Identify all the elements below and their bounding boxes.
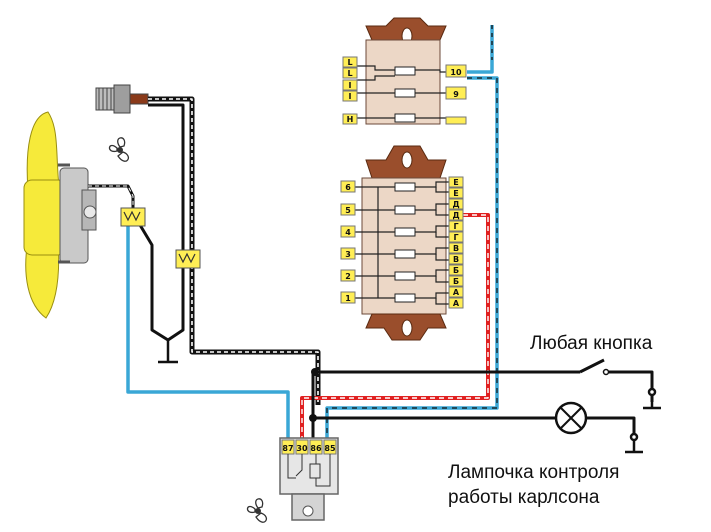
bottom-right-pins: Е Е Д Д Г Г В В Б Б А А: [448, 176, 464, 309]
pin-label: 5: [345, 206, 351, 215]
ground-symbol: [643, 387, 661, 410]
pin-label: Б: [453, 277, 459, 286]
pin-label: В: [453, 255, 459, 264]
fan-symbol-icon: [108, 137, 130, 162]
pin-label: 6: [345, 183, 351, 192]
pin-label: 10: [450, 68, 462, 77]
junction-dot: [311, 368, 319, 376]
fuse-block-top: [356, 17, 450, 125]
ground-symbol: [158, 340, 178, 364]
fan-blade-bottom: [25, 239, 60, 319]
pin-label: Е: [453, 178, 458, 187]
any-button-label: Любая кнопка: [530, 333, 653, 354]
relay-pin-label: 86: [310, 444, 322, 453]
wires: [88, 25, 654, 440]
pin-label: 1: [345, 294, 351, 303]
lamp-label-line2: работы карлсона: [448, 487, 600, 508]
indicator-lamp-icon: [554, 401, 588, 435]
pin-label: 4: [345, 228, 351, 237]
pin-label: I: [349, 92, 352, 101]
fan-relay: 87 30 86 85: [279, 437, 339, 521]
pin-label: L: [347, 69, 352, 78]
pin-label: Е: [453, 189, 458, 198]
switch-contact: [602, 368, 610, 376]
top-left-pins: L L I I H: [342, 56, 358, 125]
pin-label: А: [453, 288, 460, 297]
fan-symbol-icon-relay: [246, 498, 268, 523]
pin-label: Д: [452, 211, 459, 220]
pin-label: Б: [453, 266, 459, 275]
cooling-fan: [23, 111, 97, 319]
pin-label: I: [349, 81, 352, 90]
pin-label: 2: [345, 272, 351, 281]
pin-label: Д: [452, 200, 459, 209]
fan-connector: [120, 207, 146, 227]
pin-label: Г: [453, 233, 458, 242]
top-right-pins: 10 9: [445, 64, 467, 125]
bottom-left-pins: 6 5 4 3 2 1: [340, 180, 356, 304]
ground-symbol: [625, 432, 643, 454]
relay-pin-label: 30: [296, 444, 308, 453]
pin-label: 3: [345, 250, 351, 259]
pin-label: А: [453, 299, 460, 308]
fuse-block-bottom: [354, 145, 452, 341]
temperature-sensor: [95, 84, 149, 114]
relay-pin-label: 87: [282, 444, 293, 453]
pin-label: 9: [453, 90, 459, 99]
pin-label: H: [347, 115, 354, 124]
junction-dot: [309, 414, 317, 422]
pin-label: Г: [453, 222, 458, 231]
pin-label: В: [453, 244, 459, 253]
lamp-label-line1: Лампочка контроля: [448, 462, 619, 483]
pin-label: L: [347, 58, 352, 67]
sensor-connector: [175, 249, 201, 269]
relay-pin-label: 85: [324, 444, 336, 453]
